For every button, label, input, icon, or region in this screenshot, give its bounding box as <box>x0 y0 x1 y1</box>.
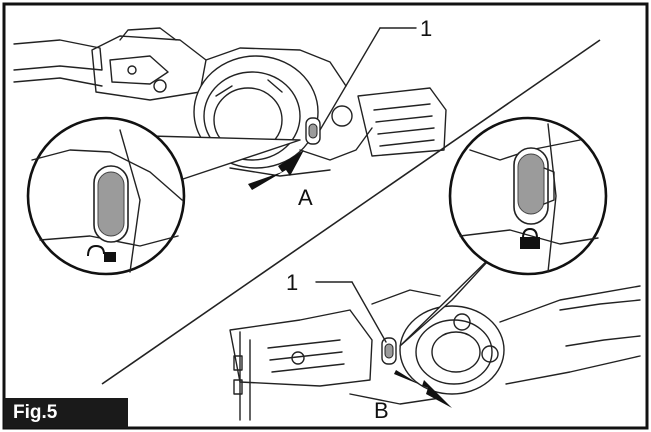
magnified-switch-unlocked <box>26 116 301 276</box>
callout-position-a: A <box>298 185 313 210</box>
unlocked-padlock-icon <box>87 244 116 262</box>
figure-label: Fig.5 <box>4 398 128 428</box>
locked-padlock-icon <box>520 227 540 249</box>
arrow-b <box>394 370 452 408</box>
callout-position-b: B <box>374 398 389 423</box>
tool-body-bottom <box>229 285 641 421</box>
arrow-a <box>248 150 304 190</box>
callout-part-bottom: 1 <box>286 270 298 295</box>
callout-part-top: 1 <box>420 16 432 41</box>
magnified-switch-locked <box>399 116 608 347</box>
panel-divider <box>101 39 601 385</box>
